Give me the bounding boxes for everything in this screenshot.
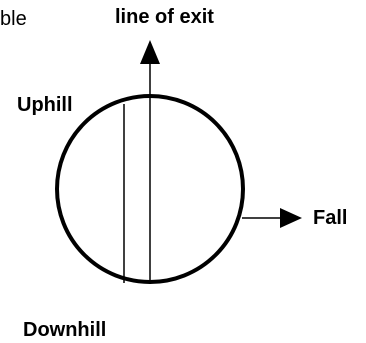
fall-label: Fall (313, 207, 348, 229)
line-of-exit-arrowhead (140, 40, 160, 64)
line-of-exit-label: line of exit (115, 6, 214, 28)
partial-text-label: ble (0, 8, 27, 30)
downhill-label: Downhill (23, 319, 107, 341)
fall-arrowhead (280, 208, 302, 228)
uphill-label: Uphill (17, 94, 73, 116)
